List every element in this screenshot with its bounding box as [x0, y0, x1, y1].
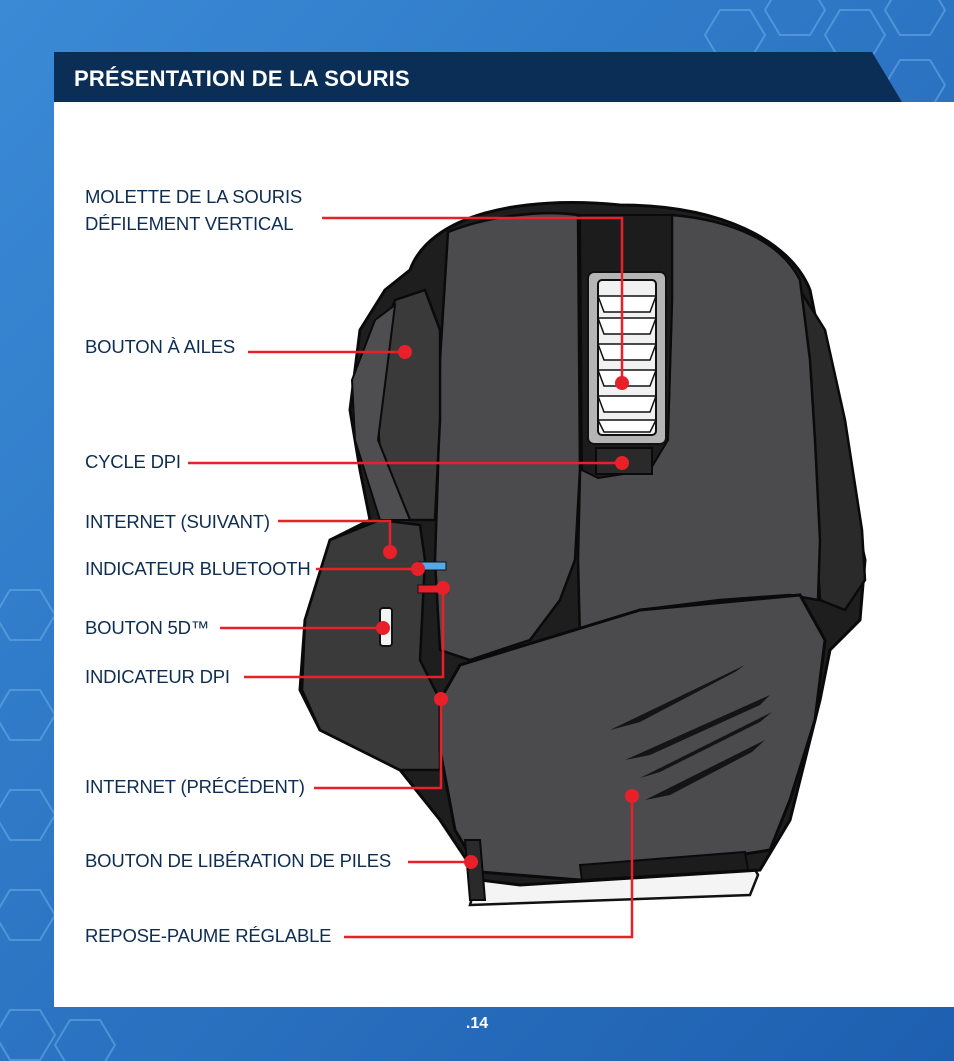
dot-scroll-wheel	[615, 376, 629, 390]
dot-5d	[376, 621, 390, 635]
dot-palm-rest	[625, 789, 639, 803]
label-scroll-wheel-line2: DÉFILEMENT VERTICAL	[85, 213, 294, 234]
dot-bluetooth	[411, 562, 425, 576]
header-bar-shape	[54, 52, 902, 102]
callout-dots	[376, 345, 639, 869]
callout-dpi-indicator	[244, 588, 445, 679]
dot-dpi-indicator	[436, 581, 450, 595]
label-bluetooth-indicator: INDICATEUR BLUETOOTH	[85, 558, 311, 579]
dot-wing-button	[398, 345, 412, 359]
scroll-wheel	[596, 279, 658, 436]
battery-release-button	[463, 839, 487, 901]
label-palm-rest: REPOSE-PAUME RÉGLABLE	[85, 925, 332, 946]
left-side-grip	[300, 518, 442, 772]
label-dpi-cycle: CYCLE DPI	[85, 451, 181, 472]
label-battery-release: BOUTON DE LIBÉRATION DE PILES	[85, 850, 392, 871]
callout-internet-next	[278, 519, 392, 550]
dot-dpi-cycle	[615, 456, 629, 470]
dot-internet-next	[383, 545, 397, 559]
label-internet-prev: INTERNET (PRÉCÉDENT)	[85, 776, 305, 797]
label-internet-next: INTERNET (SUIVANT)	[85, 511, 270, 532]
callout-internet-prev	[314, 699, 443, 790]
page-title: PRÉSENTATION DE LA SOURIS	[74, 66, 410, 91]
left-button	[433, 211, 582, 662]
label-wing-button: BOUTON À AILES	[85, 336, 236, 357]
label-dpi-indicator: INDICATEUR DPI	[85, 666, 230, 687]
page-number: .14	[465, 1015, 489, 1032]
callout-lines	[188, 216, 634, 939]
header-bar: PRÉSENTATION DE LA SOURIS	[54, 52, 902, 102]
callout-palm-rest	[344, 796, 634, 939]
dot-battery	[464, 855, 478, 869]
callout-scroll-wheel	[322, 216, 624, 383]
label-scroll-wheel-line1: MOLETTE DE LA SOURIS	[85, 186, 303, 207]
label-button-5d: BOUTON 5D™	[85, 617, 210, 638]
right-button	[576, 213, 822, 642]
dot-internet-prev	[434, 692, 448, 706]
